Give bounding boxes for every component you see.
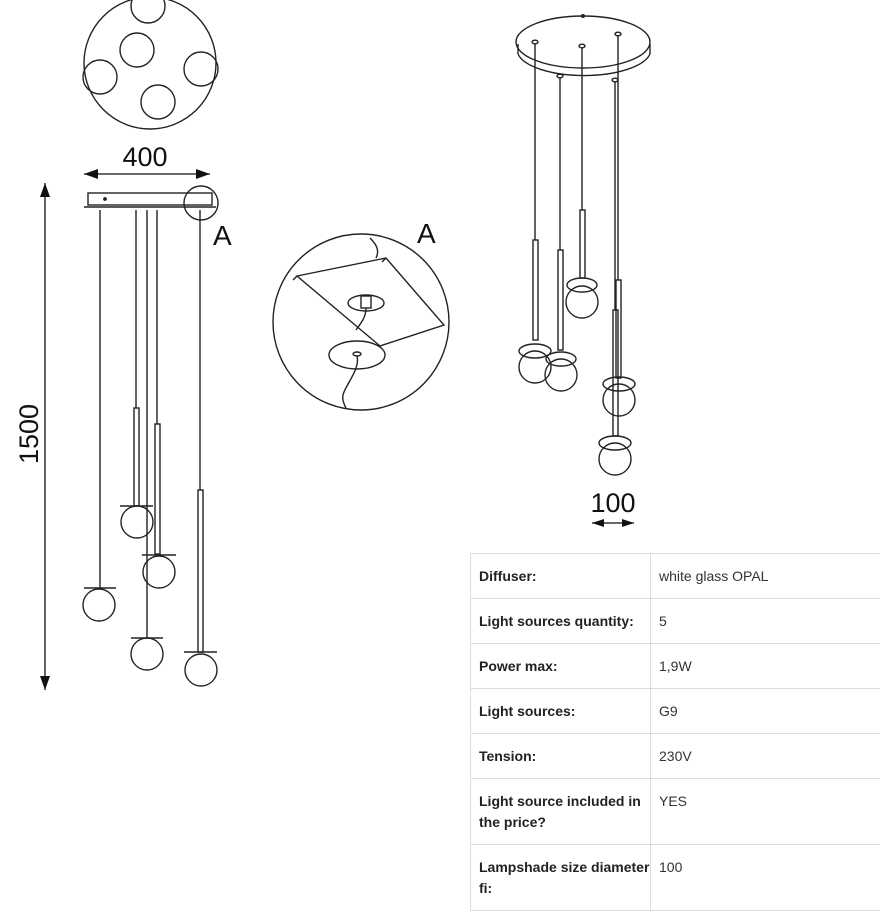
spec-label: Lampshade size diameter fi: [471,845,651,911]
spec-value: G9 [651,689,880,734]
spec-table: Diffuser: white glass OPAL Light sources… [470,553,880,911]
globe-perspective [599,443,631,475]
side-view [83,186,218,686]
spec-label: Light sources: [471,689,651,734]
width-dimension: 400 [84,142,210,179]
globe-perspective [603,384,635,416]
spec-label: Diffuser: [471,554,651,599]
globe-top-view [120,33,154,67]
canopy-top-view [84,0,216,129]
canopy-perspective [516,16,650,68]
perspective-view [516,15,650,475]
spec-row-light-sources: Light sources: G9 [471,689,880,734]
detail-a-view [273,234,449,410]
spec-label: Tension: [471,734,651,779]
globe-perspective [519,351,551,383]
spec-value: 1,9W [651,644,880,689]
globe-perspective [545,359,577,391]
spec-row-light-source-included: Light source included in the price? YES [471,779,880,845]
spec-value: white glass OPAL [651,554,880,599]
shade-dimension: 100 [590,488,635,527]
globe-side-view [83,589,115,621]
height-dimension: 1500 [14,183,50,690]
globe-perspective [566,286,598,318]
spec-value: 100 [651,845,880,911]
spec-row-diffuser: Diffuser: white glass OPAL [471,554,880,599]
spec-label: Light source included in the price? [471,779,651,845]
spec-row-light-sources-quantity: Light sources quantity: 5 [471,599,880,644]
spec-row-tension: Tension: 230V [471,734,880,779]
globe-top-view [131,0,165,23]
height-dimension-label: 1500 [14,404,44,464]
spec-row-lampshade-size: Lampshade size diameter fi: 100 [471,845,880,911]
spec-value: 5 [651,599,880,644]
spec-label: Light sources quantity: [471,599,651,644]
detail-marker-label: A [213,220,232,251]
globe-top-view [83,60,117,94]
spec-label: Power max: [471,644,651,689]
globe-side-view [185,654,217,686]
globe-side-view [143,556,175,588]
globe-side-view [121,506,153,538]
shade-dimension-label: 100 [590,488,635,518]
top-view [83,0,218,129]
width-dimension-label: 400 [122,142,167,172]
spec-row-power-max: Power max: 1,9W [471,644,880,689]
spec-value: 230V [651,734,880,779]
globe-top-view [184,52,218,86]
globe-side-view [131,638,163,670]
detail-marker-circle [184,186,218,220]
globe-top-view [141,85,175,119]
detail-a-label: A [417,218,436,249]
spec-value: YES [651,779,880,845]
